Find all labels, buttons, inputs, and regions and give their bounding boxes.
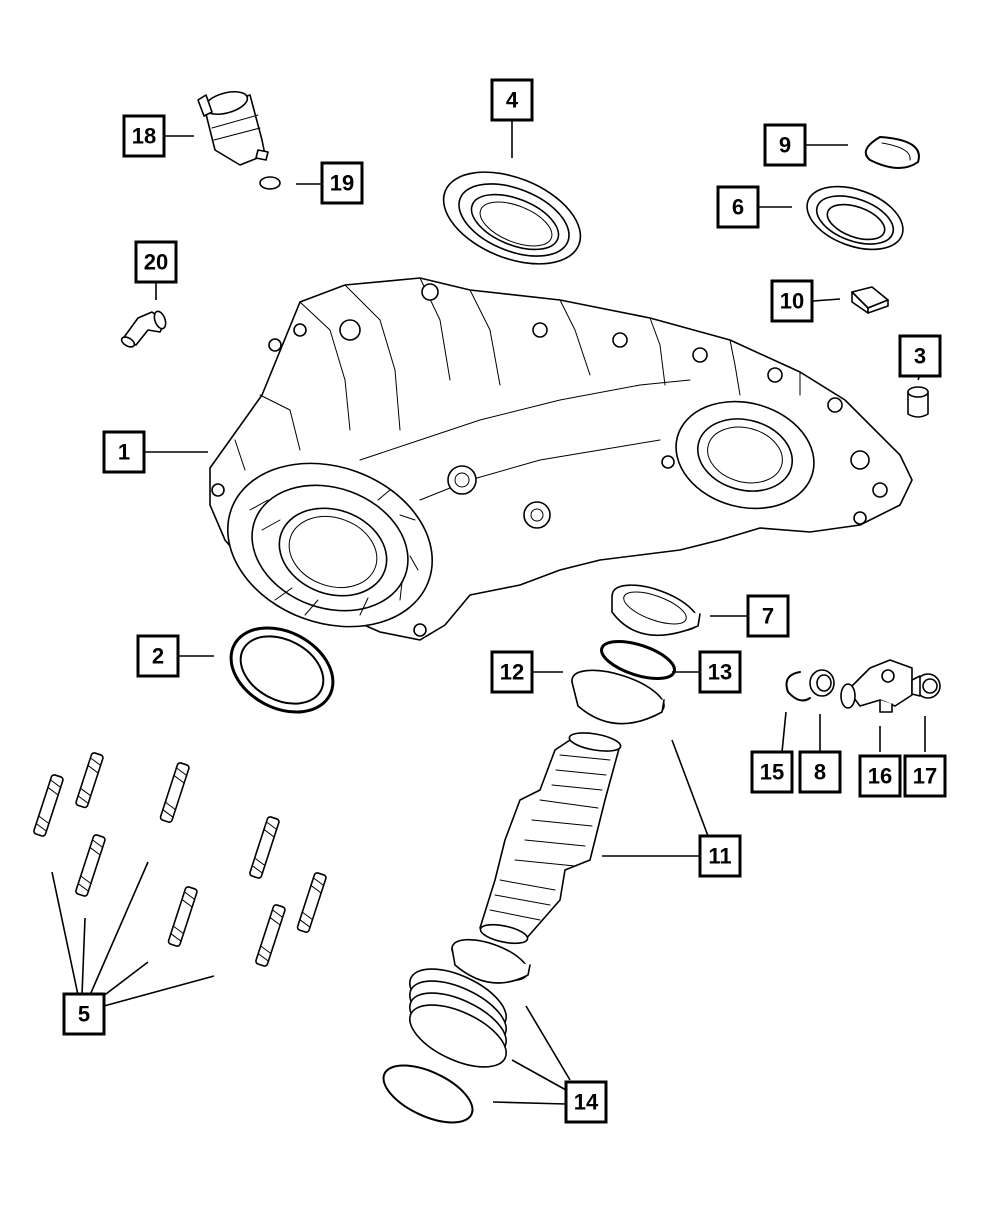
callout-3: 3 [898, 334, 942, 378]
block-part-10 [851, 286, 889, 314]
callout-10-label: 10 [780, 289, 804, 314]
callout-8: 8 [798, 750, 842, 794]
callout-18: 18 [122, 114, 166, 158]
bushing-part-8 [809, 669, 835, 697]
seal-part-2 [229, 626, 335, 714]
sensor-part-16 [840, 659, 913, 713]
callout-2-label: 2 [152, 644, 164, 669]
clip-part-15 [785, 671, 811, 702]
callout-7: 7 [746, 594, 790, 638]
callout-11: 11 [698, 834, 742, 878]
callout-1: 1 [102, 430, 146, 474]
bearing-part-4 [442, 171, 582, 265]
snap-ring-part-9 [864, 136, 920, 169]
seal-kit-part-14 [382, 938, 531, 1124]
dowel-part-3 [907, 386, 929, 418]
callout-16: 16 [858, 754, 902, 798]
callout-13: 13 [698, 650, 742, 694]
switch-part-18 [197, 90, 269, 166]
callout-2: 2 [136, 634, 180, 678]
callout-3-label: 3 [914, 344, 926, 369]
connector-part-17 [911, 673, 941, 699]
callout-10: 10 [770, 279, 814, 323]
callout-6-label: 6 [732, 195, 744, 220]
callout-17-label: 17 [913, 764, 937, 789]
seal-part-7 [611, 584, 701, 637]
callout-14-label: 14 [574, 1090, 599, 1115]
callout-14: 14 [564, 1080, 608, 1124]
callout-4-label: 4 [506, 88, 519, 113]
callout-12: 12 [490, 650, 534, 694]
callout-20: 20 [134, 240, 178, 284]
callout-18-label: 18 [132, 124, 156, 149]
vent-fitting-part-20 [120, 310, 167, 348]
callout-20-label: 20 [144, 250, 168, 275]
studs-part-5 [33, 752, 327, 967]
callout-16-label: 16 [868, 764, 892, 789]
output-shaft-part-11 [479, 732, 622, 945]
callout-4: 4 [490, 78, 534, 122]
callout-19-label: 19 [330, 171, 354, 196]
retainer-part-12 [571, 669, 665, 725]
transfer-case-housing [209, 277, 913, 641]
callout-8-label: 8 [814, 760, 826, 785]
callout-7-label: 7 [762, 604, 774, 629]
callout-15-label: 15 [760, 760, 784, 785]
callout-11-label: 11 [708, 844, 731, 869]
callout-13-label: 13 [708, 660, 732, 685]
callout-6: 6 [716, 185, 760, 229]
callout-19: 19 [320, 161, 364, 205]
callout-9: 9 [763, 123, 807, 167]
bearing-part-6 [806, 185, 904, 251]
callout-5: 5 [62, 992, 106, 1036]
callout-15: 15 [750, 750, 794, 794]
callout-9-label: 9 [779, 133, 791, 158]
leader-lines [51, 120, 926, 1105]
callout-1-label: 1 [118, 440, 130, 465]
callout-17: 17 [903, 754, 947, 798]
callout-12-label: 12 [500, 660, 524, 685]
callout-5-label: 5 [78, 1002, 90, 1027]
o-ring-part-19 [259, 176, 281, 190]
